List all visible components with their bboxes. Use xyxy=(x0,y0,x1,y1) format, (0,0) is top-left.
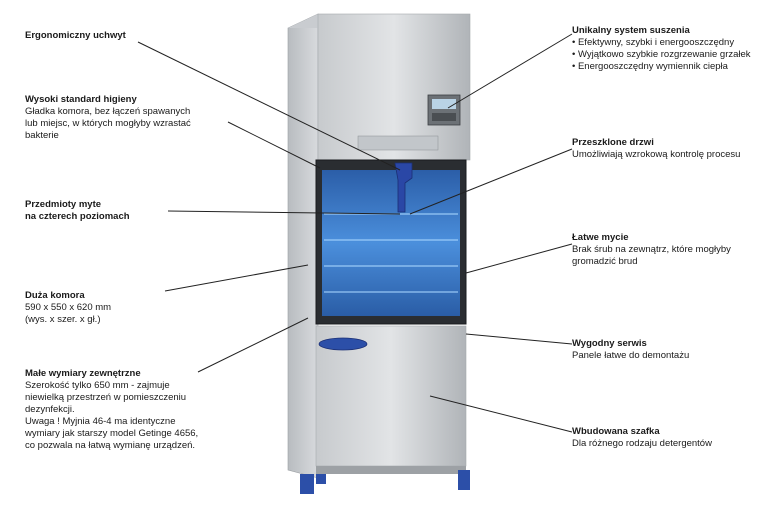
door-handle xyxy=(394,162,413,213)
brand-plate xyxy=(357,135,439,151)
callout-bullets: Efektywny, szybki i energooszczędny Wyją… xyxy=(572,37,772,73)
callout-description: Umożliwiają wzrokową kontrolę procesu xyxy=(572,149,741,160)
callout-description: Panele łatwe do demontażu xyxy=(572,350,690,361)
callout-title: Wbudowana szafka xyxy=(572,426,660,437)
cabinet-handle xyxy=(318,337,368,351)
callout-description: Gładka komora, bez łączeń spawanych lub … xyxy=(25,106,191,141)
display-screen xyxy=(432,99,456,109)
callout-items-levels: Przedmioty myte na czterech poziomach xyxy=(25,199,130,223)
bullet-item: Wyjątkowo szybkie rozgrzewanie grzałek xyxy=(572,49,772,61)
callout-service: Wygodny serwis Panele łatwe do demontażu xyxy=(572,338,689,362)
bullet-item: Energooszczędny wymiennik ciepła xyxy=(572,61,772,73)
callout-title: Ergonomiczny uchwyt xyxy=(25,30,126,41)
callout-title: Przedmioty myte na czterech poziomach xyxy=(25,199,130,222)
callout-title: Przeszklone drzwi xyxy=(572,137,654,148)
callout-drying-system: Unikalny system suszenia Efektywny, szyb… xyxy=(572,25,772,73)
callout-ergonomic-handle: Ergonomiczny uchwyt xyxy=(25,30,126,42)
callout-small-dimensions: Małe wymiary zewnętrzne Szerokość tylko … xyxy=(25,368,198,452)
callout-description: Brak śrub na zewnątrz, które mogłyby gro… xyxy=(572,244,731,267)
bullet-item: Efektywny, szybki i energooszczędny xyxy=(572,37,772,49)
foot-left xyxy=(300,474,314,494)
leader-large-chamber xyxy=(164,264,309,292)
callout-title: Małe wymiary zewnętrzne xyxy=(25,368,141,379)
leader-ergonomic-handle xyxy=(137,41,401,171)
leader-hygiene xyxy=(227,121,321,169)
display-buttons xyxy=(432,113,456,121)
leader-drying-system xyxy=(447,33,573,109)
foot-front xyxy=(316,474,326,484)
callout-title: Wygodny serwis xyxy=(572,338,647,349)
callout-description: Szerokość tylko 650 mm - zajmuje niewiel… xyxy=(25,380,199,451)
callout-glass-door: Przeszklone drzwi Umożliwiają wzrokową k… xyxy=(572,137,740,161)
leader-items-levels xyxy=(167,210,401,215)
upper-front-panel xyxy=(317,13,471,161)
callout-title: Łatwe mycie xyxy=(572,232,629,243)
callout-title: Unikalny system suszenia xyxy=(572,25,690,36)
leader-cabinet xyxy=(429,395,573,433)
foot-right xyxy=(458,470,470,490)
leader-glass-door xyxy=(409,148,573,215)
callout-cabinet: Wbudowana szafka Dla różnego rodzaju det… xyxy=(572,426,712,450)
base-plinth xyxy=(316,466,466,474)
callout-title: Duża komora xyxy=(25,290,85,301)
callout-hygiene: Wysoki standard higieny Gładka komora, b… xyxy=(25,94,191,142)
callout-description: 590 x 550 x 620 mm (wys. x szer. x gł.) xyxy=(25,302,112,325)
leader-easy-cleaning xyxy=(465,243,573,274)
callout-large-chamber: Duża komora 590 x 550 x 620 mm (wys. x s… xyxy=(25,290,111,326)
leader-service xyxy=(465,333,573,345)
callout-easy-cleaning: Łatwe mycie Brak śrub na zewnątrz, które… xyxy=(572,232,731,268)
callout-description: Dla różnego rodzaju detergentów xyxy=(572,438,712,449)
callout-title: Wysoki standard higieny xyxy=(25,94,137,105)
leader-small-dimensions xyxy=(197,317,309,373)
